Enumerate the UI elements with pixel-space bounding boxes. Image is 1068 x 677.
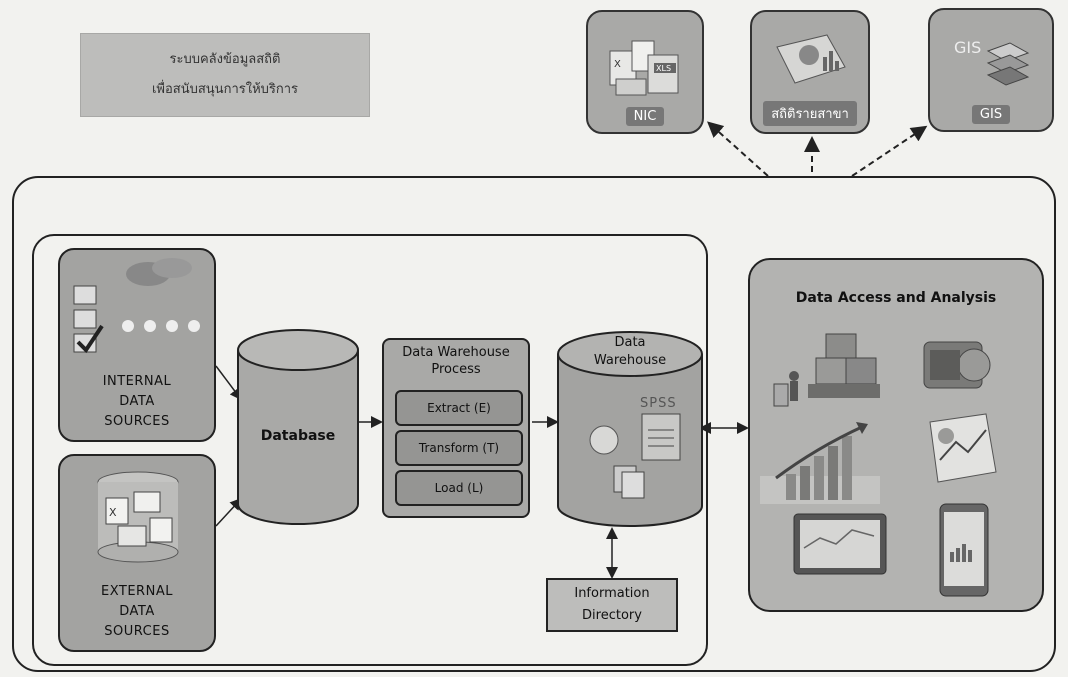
info-directory-line-1: Information [574, 586, 650, 601]
data-access-analysis: Data Access and Analysis [748, 258, 1044, 612]
data-access-title: Data Access and Analysis [795, 290, 997, 306]
report-charts-icon [922, 412, 1002, 490]
data-warehouse-process: Data Warehouse Process Extract (E) Trans… [382, 338, 530, 518]
internal-label-2: DATA [119, 394, 155, 409]
internal-data-sources: INTERNAL DATA SOURCES [58, 248, 216, 442]
arrow-external-to-database [215, 497, 243, 527]
information-directory: Information Directory [546, 578, 678, 632]
statistics-report-icon [767, 27, 853, 97]
database-label: Database [260, 428, 336, 444]
title-line-1: ระบบคลังข้อมูลสถิติ [169, 52, 281, 67]
warehouse-boxes-icon [764, 324, 884, 418]
server-icon [914, 330, 1004, 404]
data-warehouse-cylinder: Data Warehouse SPSS [556, 330, 704, 528]
external-label-1: EXTERNAL [101, 584, 173, 599]
smartphone-icon [934, 502, 994, 602]
external-label-3: SOURCES [104, 624, 170, 639]
process-title-1: Data Warehouse [402, 345, 510, 360]
process-title-2: Process [431, 362, 481, 377]
output-label-nic: NIC [625, 107, 665, 126]
svg-text:GIS: GIS [954, 38, 981, 57]
external-data-sources: X EXTERNAL DATA SOURCES [58, 454, 216, 652]
arrow-to-gis [851, 125, 928, 177]
step-extract: Extract (E) [395, 390, 523, 426]
title-line-2: เพื่อสนับสนุนการให้บริการ [151, 82, 299, 97]
office-documents-icon: X [88, 468, 188, 572]
title-box: ระบบคลังข้อมูลสถิติ เพื่อสนับสนุนการให้บ… [80, 33, 370, 117]
output-label-gis: GIS [971, 105, 1011, 124]
warehouse-label-2: Warehouse [593, 353, 667, 368]
output-sector-statistics: สถิติรายสาขา [750, 10, 870, 134]
warehouse-label-1: Data [614, 335, 646, 350]
spreadsheet-files-icon: X XLS [602, 33, 688, 103]
arrow-internal-to-database [215, 365, 242, 401]
output-nic: X XLS NIC [586, 10, 704, 134]
inner-etl-frame [32, 234, 708, 666]
output-gis: GIS GIS [928, 8, 1054, 132]
bar-chart-arrow-icon [756, 418, 886, 512]
output-label-sector-statistics: สถิติรายสาขา [763, 101, 857, 126]
outer-system-frame [12, 176, 1056, 672]
tablet-icon [790, 508, 890, 582]
info-directory-line-2: Directory [582, 608, 642, 623]
svg-text:X: X [109, 506, 117, 519]
database-cylinder: Database [236, 328, 360, 526]
internal-label-3: SOURCES [104, 414, 170, 429]
arrow-to-nic [707, 121, 769, 177]
survey-checklist-icon [68, 256, 210, 370]
internal-label-1: INTERNAL [102, 374, 172, 389]
gis-layers-icon: GIS [948, 31, 1034, 101]
spss-badge: SPSS [640, 396, 677, 411]
svg-text:X: X [614, 59, 621, 70]
external-label-2: DATA [119, 604, 155, 619]
svg-text:XLS: XLS [656, 64, 671, 73]
step-transform: Transform (T) [395, 430, 523, 466]
step-load: Load (L) [395, 470, 523, 506]
